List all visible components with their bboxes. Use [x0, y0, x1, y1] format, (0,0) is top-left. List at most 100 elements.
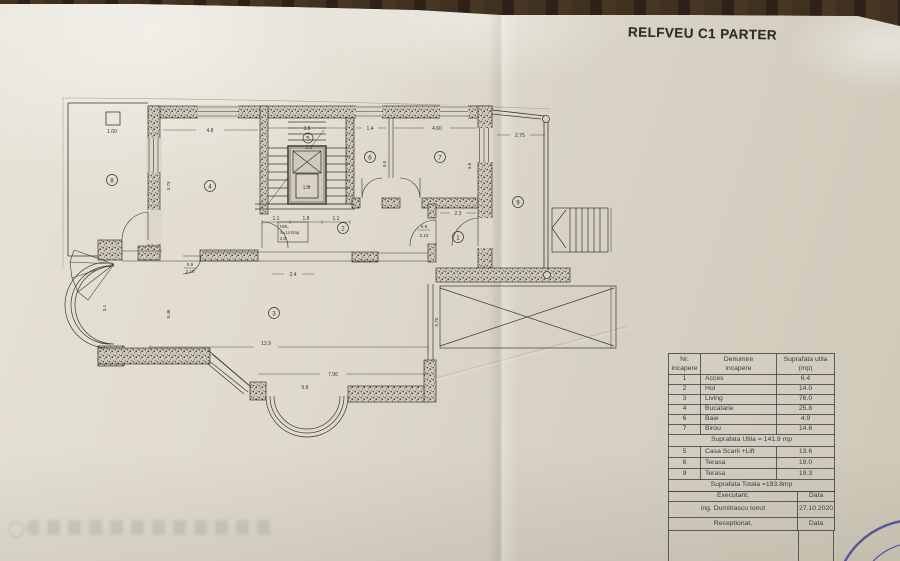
camera-watermark — [8, 520, 278, 538]
svg-text:CERTIFICA: CERTIFICA — [862, 555, 900, 561]
cell-name: Living — [700, 394, 777, 405]
room-number-4: 4 — [204, 180, 216, 192]
living-right-wall — [427, 284, 434, 360]
stamp-center-text: CERTIFICA DE — [862, 555, 900, 561]
terrace-9 — [491, 109, 551, 279]
svg-text:3.6: 3.6 — [467, 162, 472, 169]
cell-name: Terasa — [700, 457, 777, 469]
exterior-stair-right — [551, 207, 612, 253]
header-nr: Nr.incapere — [668, 353, 701, 375]
lift: LIft — [287, 145, 327, 205]
svg-text:2.4: 2.4 — [290, 272, 297, 278]
svg-text:S=14.0mp: S=14.0mp — [280, 230, 300, 235]
svg-text:3.5: 3.5 — [382, 160, 387, 167]
door-room1-right — [451, 217, 479, 247]
svg-text:5.8: 5.8 — [302, 385, 309, 391]
svg-text:2.10: 2.10 — [186, 269, 195, 274]
cell-nr: 9 — [668, 468, 701, 480]
stairs-landing — [288, 121, 326, 141]
stairs-left-flight — [268, 147, 288, 205]
hall-living-boundary — [122, 250, 428, 262]
cell-name: Acces — [700, 374, 777, 385]
cell-name: Birou — [700, 424, 777, 435]
cell-name: Bucatarie — [700, 404, 777, 415]
svg-text:2.10: 2.10 — [420, 233, 429, 238]
stamp-inner-ring — [872, 544, 900, 561]
cell-nr: 5 — [668, 446, 701, 458]
door-room6 — [361, 177, 383, 199]
svg-text:5.46: 5.46 — [166, 309, 171, 318]
svg-text:1.1: 1.1 — [333, 216, 340, 222]
hol-info-box: HOL S=14.0mp 2.8 — [277, 221, 309, 243]
svg-text:2.3: 2.3 — [455, 211, 462, 217]
svg-text:2: 2 — [341, 226, 345, 233]
cell-name: Terasa — [700, 468, 777, 480]
svg-text:5: 5 — [306, 136, 310, 143]
room-number-3: 3 — [268, 307, 280, 319]
room-number-6: 6 — [364, 151, 376, 163]
room-number-2: 2 — [337, 222, 349, 234]
svg-text:2.8: 2.8 — [280, 236, 286, 241]
door-living — [182, 255, 202, 275]
bay-window-bottom — [207, 284, 434, 438]
cell-name: Casa Scarii +Lift — [700, 446, 777, 458]
cell-nr: 6 — [668, 414, 701, 425]
cell-area: 6.4 — [776, 374, 835, 385]
svg-text:4.60: 4.60 — [432, 126, 442, 132]
svg-text:4: 4 — [208, 184, 212, 191]
cell-area: 76.0 — [776, 394, 835, 405]
svg-text:3: 3 — [272, 311, 276, 318]
engineer-name: ing. Dumitrascu Ionut — [668, 501, 798, 518]
svg-text:5.70: 5.70 — [434, 317, 439, 326]
cell-nr: 8 — [668, 457, 701, 469]
svg-text:7: 7 — [438, 155, 442, 162]
svg-text:4.8: 4.8 — [207, 128, 214, 134]
svg-text:1.1: 1.1 — [273, 216, 280, 222]
partition-6-7 — [388, 118, 394, 178]
fan-stair — [69, 249, 115, 301]
door-room7 — [399, 177, 421, 199]
door-room4 — [261, 221, 289, 249]
room-number-9: 9 — [512, 196, 524, 208]
cell-area: 25.8 — [776, 404, 835, 415]
cell-area: 4.9 — [776, 414, 835, 425]
cell-area: 14.8 — [776, 424, 835, 435]
stairs-right-flight — [326, 147, 350, 205]
bay-window-left — [64, 249, 115, 349]
lift-label: LIft — [303, 185, 311, 191]
cell-nr: 7 — [668, 424, 701, 435]
svg-text:0.9: 0.9 — [421, 224, 428, 229]
cell-area: 19.3 — [776, 468, 835, 480]
door-room8 — [121, 211, 149, 241]
room-number-8: 8 — [106, 174, 118, 186]
column-symbol — [105, 111, 121, 126]
room-number-1: 1 — [452, 231, 464, 243]
cell-name: Baie — [700, 414, 777, 425]
walls — [97, 105, 571, 403]
cell-area: 19.0 — [776, 457, 835, 469]
svg-text:13.9: 13.9 — [261, 341, 271, 347]
room-number-7: 7 — [434, 151, 446, 163]
subtotal-row: Suprafata Utila = 141.9 mp — [668, 434, 835, 447]
svg-text:1.2: 1.2 — [306, 145, 313, 151]
dimension-labels: 1.00 4.8 3.8 1.2 1.4 4.60 2.75 2.3 1.1 1… — [102, 126, 525, 391]
cell-area: 14.0 — [776, 384, 835, 395]
certification-stamp: al ANCPI si asociat CERTIFICA DE — [843, 520, 900, 561]
lift-cross-brace — [292, 150, 322, 174]
stamp-outer-ring — [843, 520, 900, 561]
svg-text:1.00: 1.00 — [107, 129, 117, 135]
